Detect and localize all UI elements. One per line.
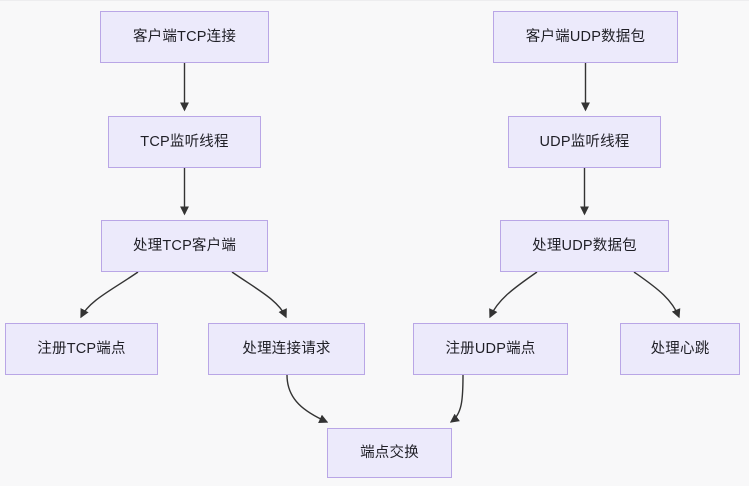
node-label-handle-tcp-client: 处理TCP客户端: [132, 237, 237, 254]
node-handle-udp-packet[interactable]: 处理UDP数据包: [500, 220, 669, 272]
node-udp-client-packet[interactable]: 客户端UDP数据包: [493, 11, 678, 63]
node-handle-tcp-client[interactable]: 处理TCP客户端: [101, 220, 268, 272]
edge-handle-udp-packet-to-register-udp-endpoint: [489, 271, 538, 319]
node-label-udp-listen-thread: UDP监听线程: [539, 133, 630, 150]
edge-handle-conn-request-to-endpoint-exchange: [286, 374, 329, 423]
node-label-register-tcp-endpoint: 注册TCP端点: [37, 340, 126, 357]
node-endpoint-exchange[interactable]: 端点交换: [327, 428, 452, 478]
node-label-endpoint-exchange: 端点交换: [360, 444, 419, 461]
node-label-udp-client-packet: 客户端UDP数据包: [525, 28, 646, 45]
node-label-handle-udp-packet: 处理UDP数据包: [532, 237, 637, 254]
node-label-register-udp-endpoint: 注册UDP端点: [445, 340, 536, 357]
top-divider: [0, 0, 749, 1]
node-handle-conn-request[interactable]: 处理连接请求: [208, 323, 365, 375]
node-udp-listen-thread[interactable]: UDP监听线程: [508, 116, 661, 168]
node-label-handle-heartbeat: 处理心跳: [650, 340, 710, 357]
node-register-udp-endpoint[interactable]: 注册UDP端点: [413, 323, 568, 375]
node-label-tcp-listen-thread: TCP监听线程: [140, 133, 229, 150]
edge-handle-udp-packet-to-handle-heartbeat: [633, 271, 681, 319]
node-tcp-client-connection[interactable]: 客户端TCP连接: [100, 11, 269, 63]
node-tcp-listen-thread[interactable]: TCP监听线程: [108, 116, 261, 168]
edge-register-udp-endpoint-to-endpoint-exchange: [449, 374, 464, 423]
node-label-handle-conn-request: 处理连接请求: [242, 340, 331, 357]
node-register-tcp-endpoint[interactable]: 注册TCP端点: [5, 323, 158, 375]
edge-handle-tcp-client-to-handle-conn-request: [231, 271, 287, 319]
node-handle-heartbeat[interactable]: 处理心跳: [620, 323, 740, 375]
edge-handle-tcp-client-to-register-tcp-endpoint: [80, 271, 139, 319]
node-label-tcp-client-connection: 客户端TCP连接: [132, 28, 237, 45]
